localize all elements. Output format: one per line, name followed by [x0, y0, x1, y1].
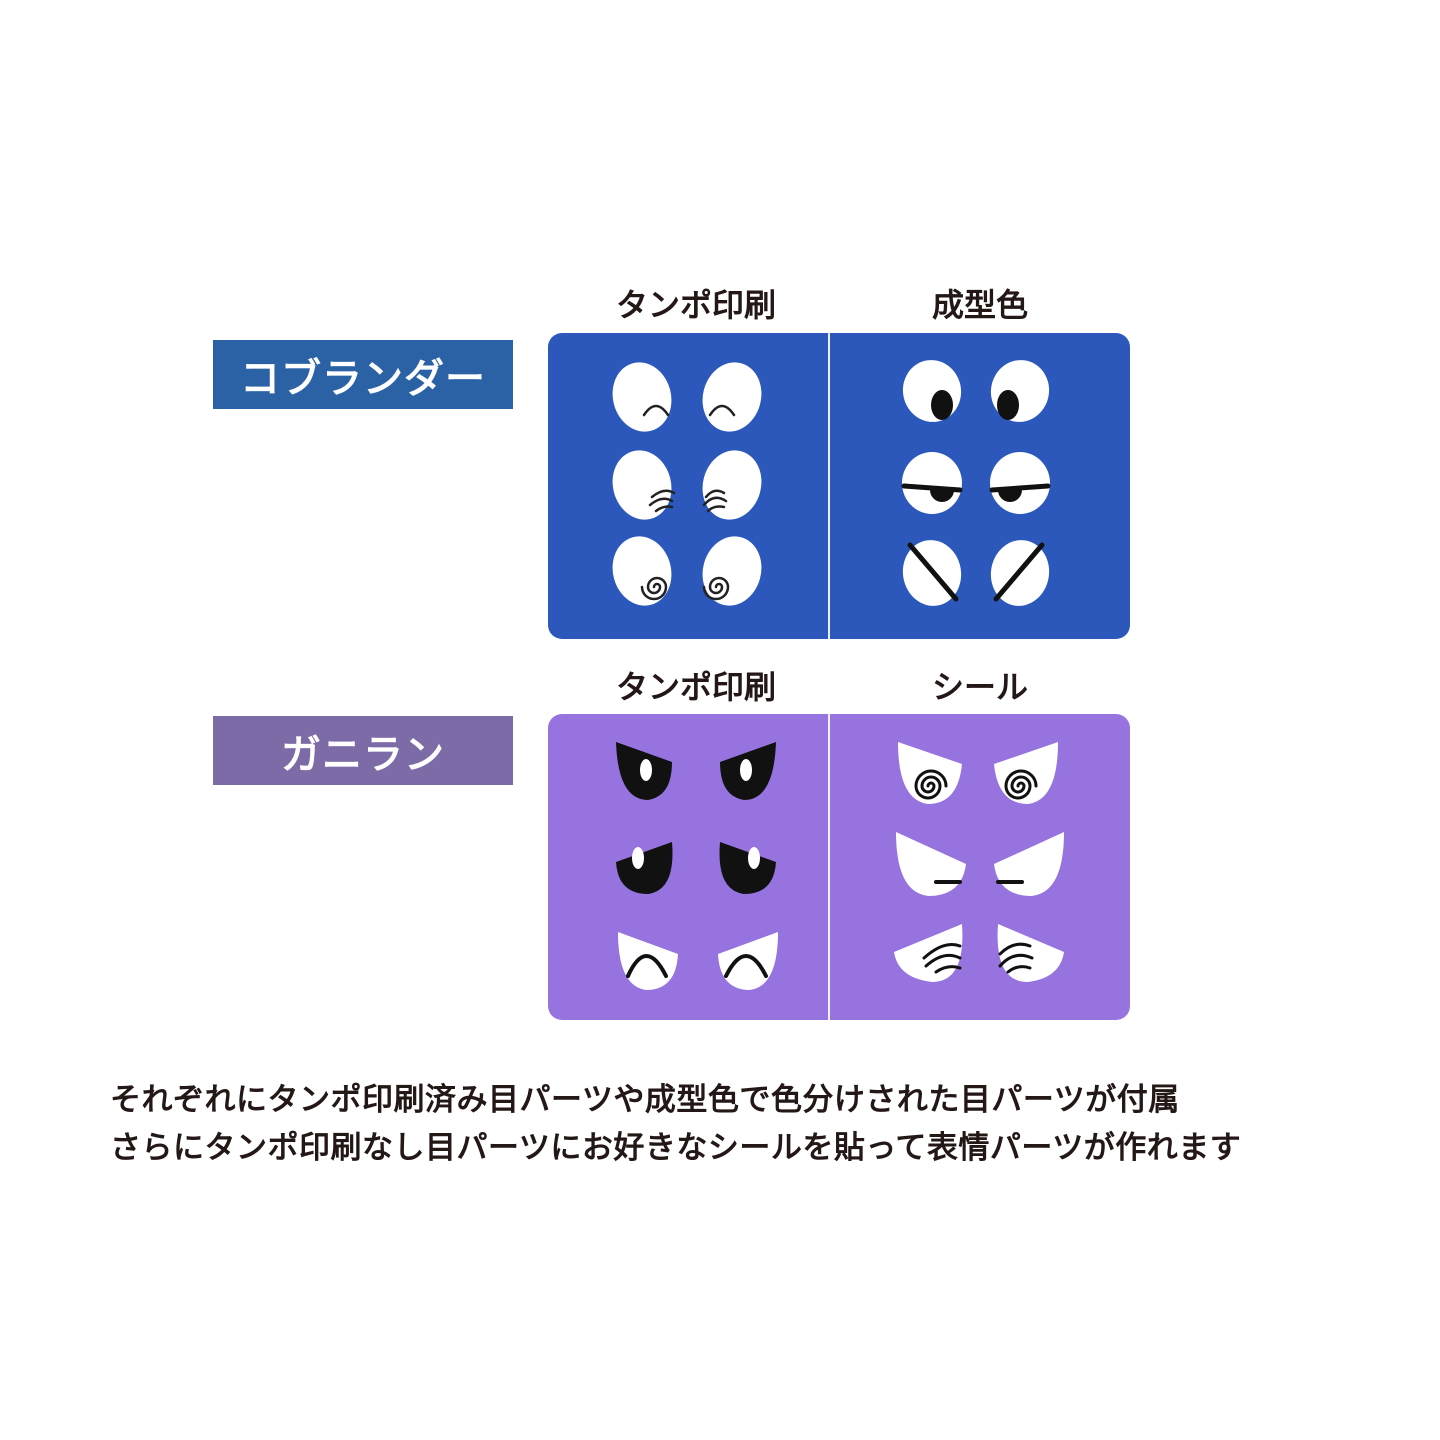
pupil-icon: [931, 390, 953, 420]
character-name-badge: ガニラン: [213, 716, 513, 785]
worried-eye-icon: [616, 842, 673, 894]
pupil-icon: [998, 490, 1022, 502]
description-line-1: それぞれにタンポ印刷済み目パーツや成型色で色分けされた目パーツが付属: [110, 1082, 1180, 1118]
eye-part-icon: [990, 452, 1050, 514]
eyelid-line-icon: [989, 483, 1051, 493]
eye-parts-panel: [548, 333, 1130, 639]
pupil-icon: [997, 390, 1019, 420]
closed-eye-icon: [642, 404, 670, 417]
eye-part-icon: [612, 536, 672, 606]
eye-part-icon: [896, 832, 966, 896]
column-label-sticker: シール: [931, 668, 1028, 706]
pupil-icon: [930, 490, 954, 502]
eye-part-icon: [702, 362, 762, 432]
eye-part-icon: [990, 360, 1050, 422]
squint-eye-icon: [648, 489, 676, 513]
eye-part-icon: [902, 360, 962, 422]
column-label-molded-color: 成型色: [931, 286, 1028, 324]
eye-part-icon: [994, 832, 1064, 896]
highlight-icon: [632, 847, 644, 869]
squint-eye-icon: [922, 943, 962, 974]
eye-part-icon: [612, 362, 672, 432]
closed-eye-icon: [724, 954, 768, 978]
closed-eye-line-icon: [993, 542, 1045, 602]
closed-eye-icon: [708, 404, 736, 417]
column-label-pad-print: タンポ印刷: [615, 668, 776, 706]
column-label-pad-print: タンポ印刷: [615, 286, 776, 324]
spiral-eye-icon: [1004, 769, 1038, 800]
eye-part-icon: [618, 932, 678, 990]
closed-eye-line-icon: [907, 542, 959, 602]
spiral-eye-icon: [914, 769, 948, 800]
spiral-eye-icon: [702, 576, 730, 601]
eye-part-icon: [898, 742, 962, 804]
eye-part-icon: [612, 450, 672, 520]
panel-divider: [828, 714, 830, 1020]
highlight-icon: [740, 759, 752, 781]
eye-part-icon: [902, 452, 962, 514]
spiral-eye-icon: [640, 576, 668, 601]
eye-parts-illustration: [616, 742, 1064, 990]
description-line-2: さらにタンポ印刷なし目パーツにお好きなシールを貼って表情パーツが作れます: [110, 1130, 1242, 1166]
eyelid-line-icon: [901, 483, 963, 493]
eye-part-icon: [702, 450, 762, 520]
eye-parts-panel: [548, 714, 1130, 1020]
closed-eye-icon: [626, 954, 668, 978]
highlight-icon: [640, 759, 652, 781]
character-name-badge: コブランダー: [213, 340, 513, 409]
worried-eye-icon: [719, 842, 776, 894]
highlight-icon: [748, 847, 760, 869]
panel-divider: [828, 333, 830, 639]
eye-part-icon: [702, 536, 762, 606]
eye-parts-illustration: [612, 360, 1051, 606]
squint-eye-icon: [702, 489, 728, 513]
eye-part-icon: [718, 932, 778, 990]
squint-eye-icon: [998, 942, 1034, 974]
